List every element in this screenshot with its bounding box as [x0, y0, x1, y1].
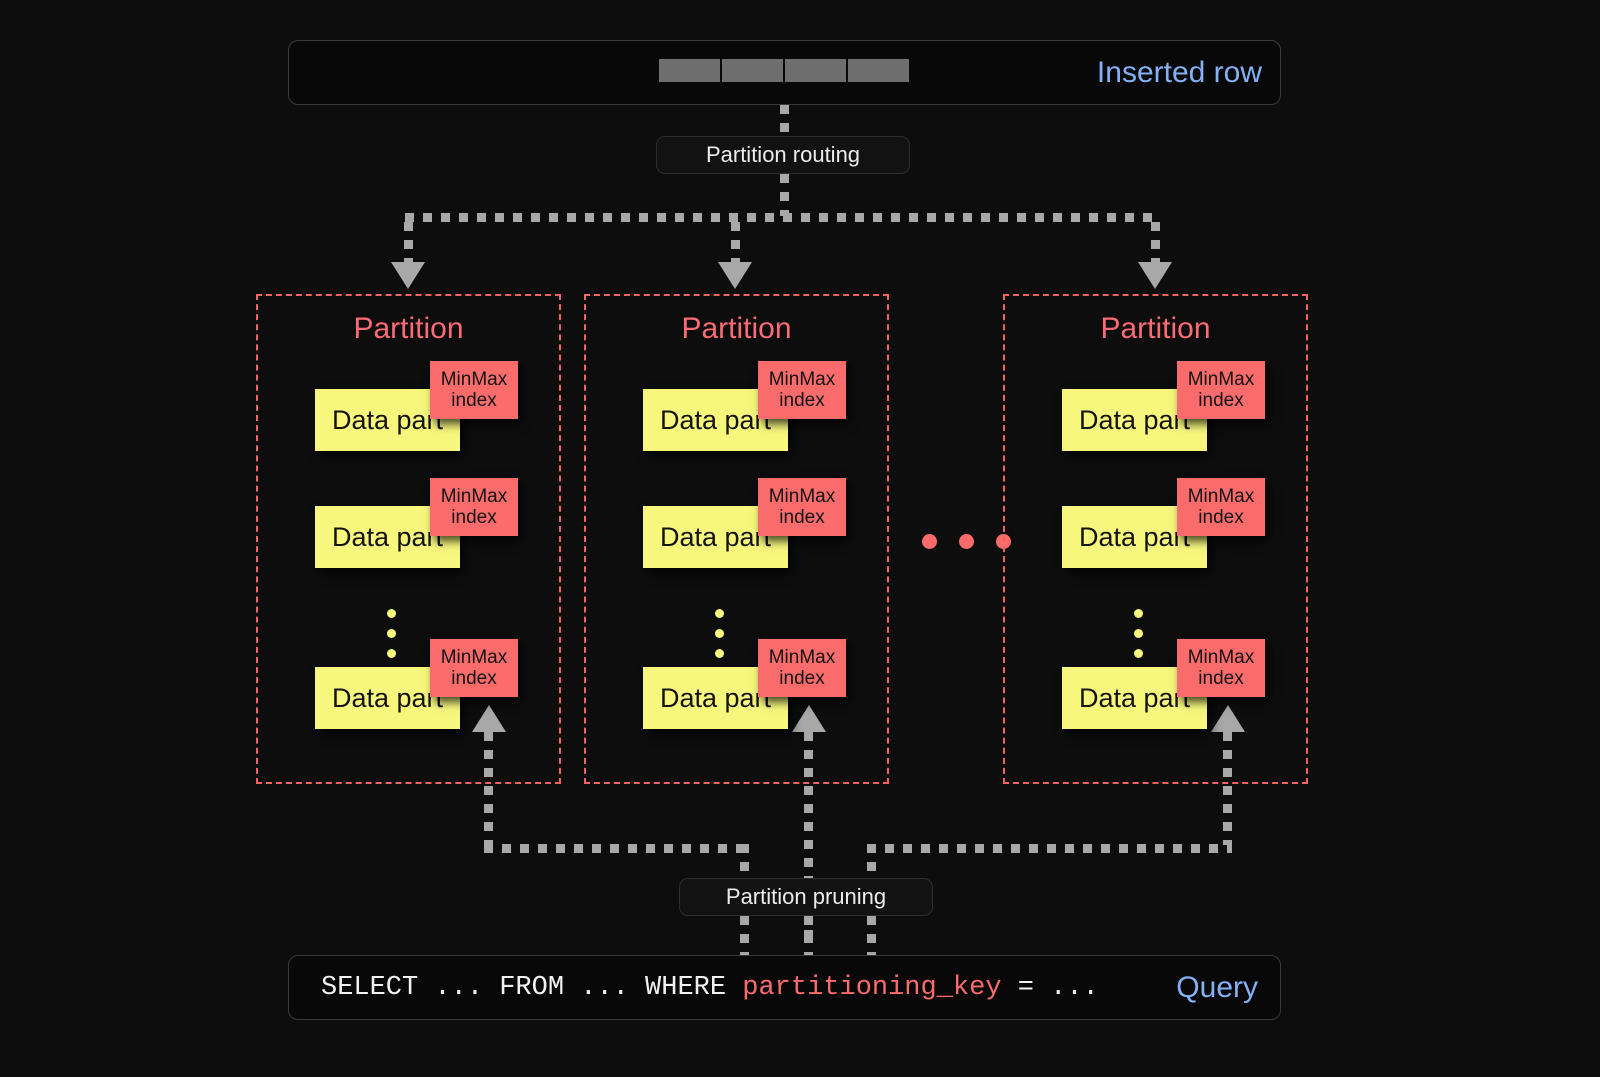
connector-drop-partition-3	[1151, 222, 1160, 267]
arrow-down-icon	[1138, 262, 1172, 289]
arrow-up-icon	[1211, 705, 1245, 732]
partition-routing-box: Partition routing	[656, 136, 910, 174]
connector-drop-partition-1	[404, 222, 413, 267]
query-bar: SELECT ... FROM ... WHERE partitioning_k…	[288, 955, 1281, 1020]
connector-prune-to-partition-3	[1223, 732, 1232, 845]
arrow-down-icon	[391, 262, 425, 289]
partitions-ellipsis	[922, 534, 1011, 549]
connector-query-to-prune-2	[804, 916, 813, 956]
ellipsis-dot	[959, 534, 974, 549]
connector-insert-to-routing	[780, 105, 789, 138]
ellipsis-dot	[387, 649, 396, 658]
connector-routing-down	[780, 174, 789, 216]
ellipsis-dot	[1134, 649, 1143, 658]
vertical-ellipsis-dots	[1134, 609, 1143, 658]
ellipsis-dot	[922, 534, 937, 549]
ellipsis-dot	[387, 629, 396, 638]
query-prefix: SELECT ... FROM ... WHERE	[321, 972, 743, 1003]
query-partitioning-key: partitioning_key	[742, 972, 1002, 1003]
connector-routing-bus	[405, 213, 1160, 222]
ellipsis-dot	[1134, 609, 1143, 618]
data-part-box: Data part	[643, 667, 788, 729]
inserted-row-label: Inserted row	[1096, 55, 1262, 89]
ellipsis-dot	[387, 609, 396, 618]
partition-title: Partition	[681, 312, 792, 345]
ellipsis-dot	[715, 649, 724, 658]
arrow-up-icon	[472, 705, 506, 732]
row-cell	[659, 59, 720, 82]
connector-query-to-prune-1	[740, 916, 749, 956]
row-cell	[722, 59, 783, 82]
connector-prune-bus-right	[867, 844, 1232, 853]
query-suffix: = ...	[1001, 972, 1099, 1003]
vertical-ellipsis-dots	[715, 609, 724, 658]
arrow-up-icon	[792, 705, 826, 732]
ellipsis-dot	[715, 629, 724, 638]
connector-drop-partition-2	[731, 222, 740, 267]
ellipsis-dot	[1134, 629, 1143, 638]
data-part-box: Data part	[1062, 389, 1207, 451]
partition-pruning-box: Partition pruning	[679, 878, 933, 916]
ellipsis-dot	[715, 609, 724, 618]
inserted-row-cells	[659, 59, 909, 82]
connector-prune-bus-left	[484, 844, 749, 853]
inserted-row-bar: Inserted row	[288, 40, 1281, 105]
data-part-box: Data part	[315, 667, 460, 729]
arrow-down-icon	[718, 262, 752, 289]
query-text: SELECT ... FROM ... WHERE partitioning_k…	[321, 973, 1099, 1003]
connector-prune-to-partition-1	[484, 732, 493, 845]
row-cell	[848, 59, 909, 82]
query-label: Query	[1176, 970, 1258, 1004]
connector-prune-to-partition-2	[804, 732, 813, 940]
row-cell	[785, 59, 846, 82]
vertical-ellipsis-dots	[387, 609, 396, 658]
partition-title: Partition	[1100, 312, 1211, 345]
partition-title: Partition	[353, 312, 464, 345]
data-part-box: Data part	[315, 506, 460, 568]
connector-query-to-prune-3	[867, 916, 876, 956]
